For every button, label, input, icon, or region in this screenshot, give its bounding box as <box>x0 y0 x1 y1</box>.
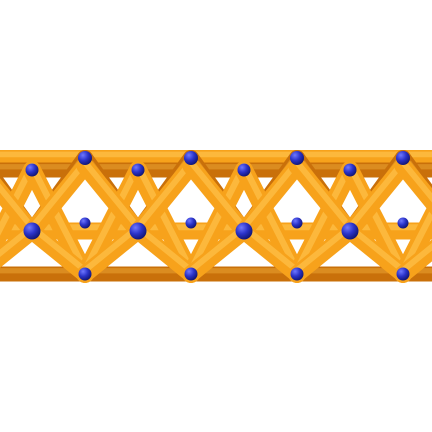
node-sphere <box>184 267 198 281</box>
rod-highlight <box>241 224 300 274</box>
rod-highlight <box>400 159 432 203</box>
rod-highlight <box>82 224 141 274</box>
node-sphere <box>396 151 410 165</box>
node-sphere <box>397 217 409 229</box>
rod-highlight <box>134 162 195 274</box>
node-sphere <box>78 267 92 281</box>
rod-highlight <box>135 159 194 231</box>
node-sphere <box>235 222 253 240</box>
node-sphere <box>23 222 41 240</box>
rod-highlight <box>347 224 406 274</box>
node-sphere <box>343 163 357 177</box>
rod-highlight <box>81 162 142 274</box>
rod-highlight <box>188 224 247 274</box>
node-sphere <box>396 267 410 281</box>
rod-highlight <box>29 159 88 231</box>
node-sphere <box>237 163 251 177</box>
node-sphere <box>131 163 145 177</box>
node-spheres <box>23 151 410 281</box>
rod-highlight <box>294 224 353 274</box>
rod-highlight <box>0 162 36 236</box>
rod-highlight <box>188 159 247 231</box>
rod-highlight <box>29 224 88 274</box>
rod-highlight <box>294 159 353 231</box>
node-sphere <box>184 151 198 165</box>
node-sphere <box>25 163 39 177</box>
node-sphere <box>290 151 304 165</box>
node-sphere <box>185 217 197 229</box>
rod-highlight <box>135 224 194 274</box>
rod-highlight <box>187 162 248 274</box>
rod-highlight <box>28 162 89 274</box>
rod-highlight <box>240 162 301 274</box>
rod-highlight <box>293 162 354 274</box>
rod-highlight <box>400 242 432 274</box>
rod-highlight <box>399 206 432 274</box>
rod-highlight <box>82 159 141 231</box>
rod-highlight <box>241 159 300 231</box>
node-sphere <box>79 217 91 229</box>
node-sphere <box>129 222 147 240</box>
rod-highlight <box>0 183 35 231</box>
node-sphere <box>290 267 304 281</box>
rod-highlight <box>346 162 407 274</box>
node-sphere <box>291 217 303 229</box>
node-sphere <box>341 222 359 240</box>
rod-highlight <box>0 224 35 258</box>
node-sphere <box>78 151 92 165</box>
rod-highlight <box>347 159 406 231</box>
